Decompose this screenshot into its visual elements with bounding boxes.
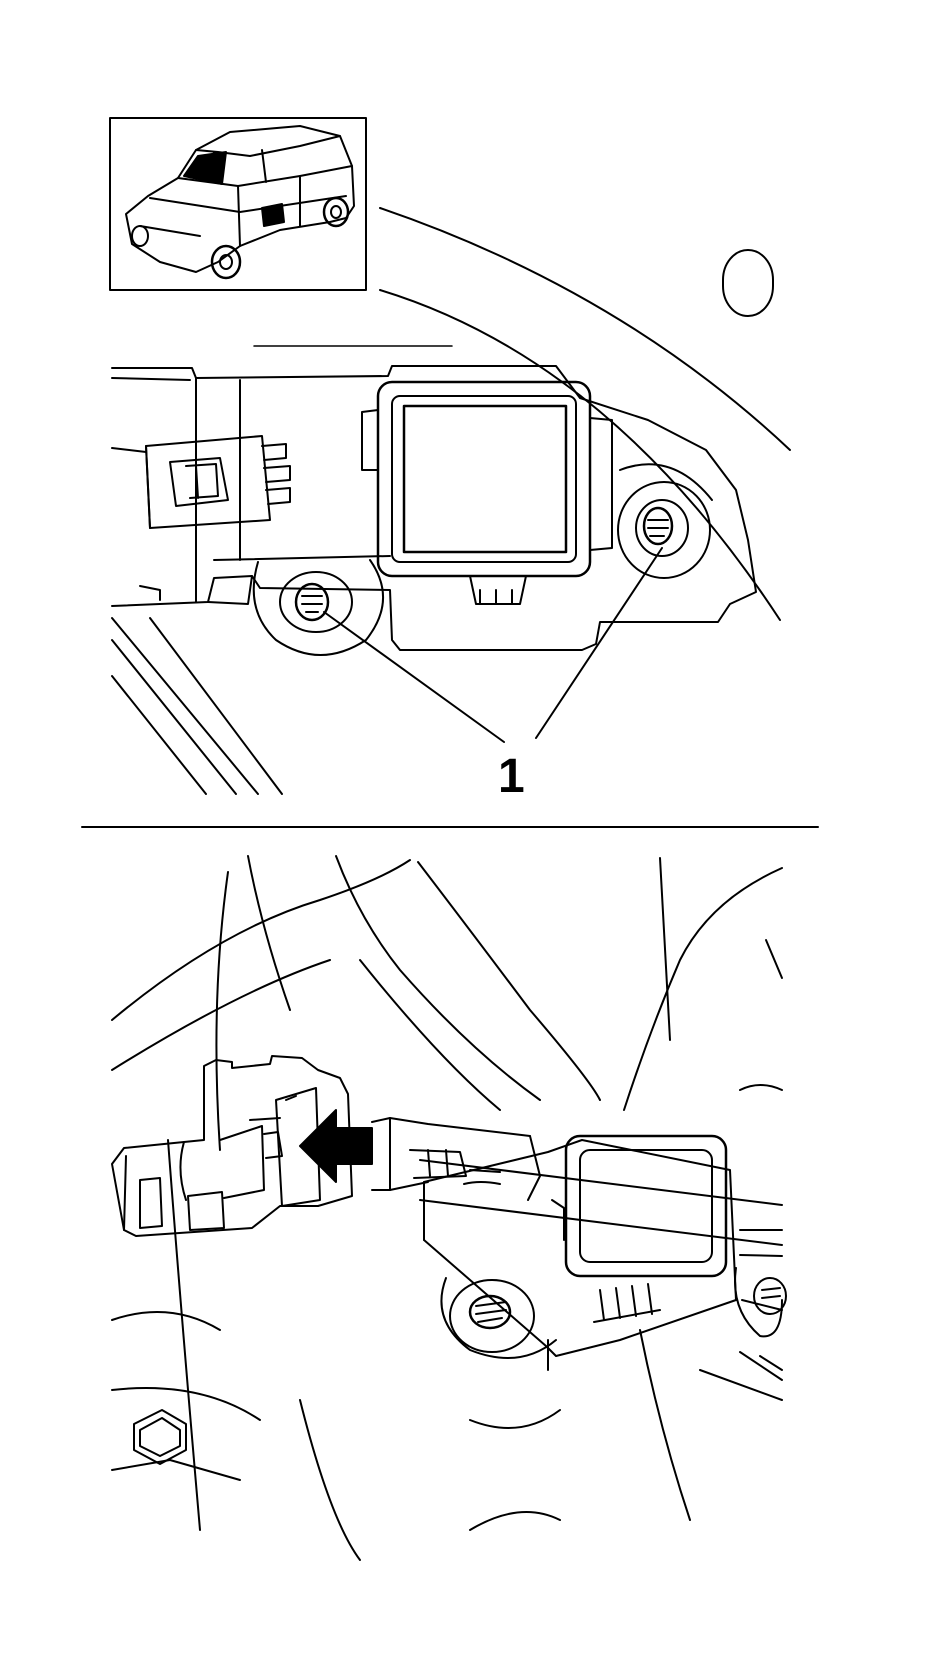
mounting-bolt-bottom-right bbox=[734, 1267, 787, 1381]
hex-nut bbox=[133, 1409, 187, 1465]
arrow-left-icon bbox=[299, 1109, 373, 1183]
callout-label: 1 bbox=[498, 750, 525, 803]
connector-plug bbox=[111, 1055, 353, 1237]
mounting-bolt-right bbox=[617, 463, 713, 579]
mounting-bolt-bottom-left bbox=[440, 1277, 557, 1359]
bottom-panel bbox=[111, 855, 787, 1561]
vehicle-locator-thumbnail-icon bbox=[109, 117, 367, 291]
connector-top bbox=[111, 435, 291, 529]
sensor-module-bottom bbox=[423, 1134, 783, 1371]
top-panel: 1 bbox=[109, 117, 791, 803]
mounting-bolt-left bbox=[252, 559, 384, 656]
sensor-module-top bbox=[361, 380, 613, 605]
